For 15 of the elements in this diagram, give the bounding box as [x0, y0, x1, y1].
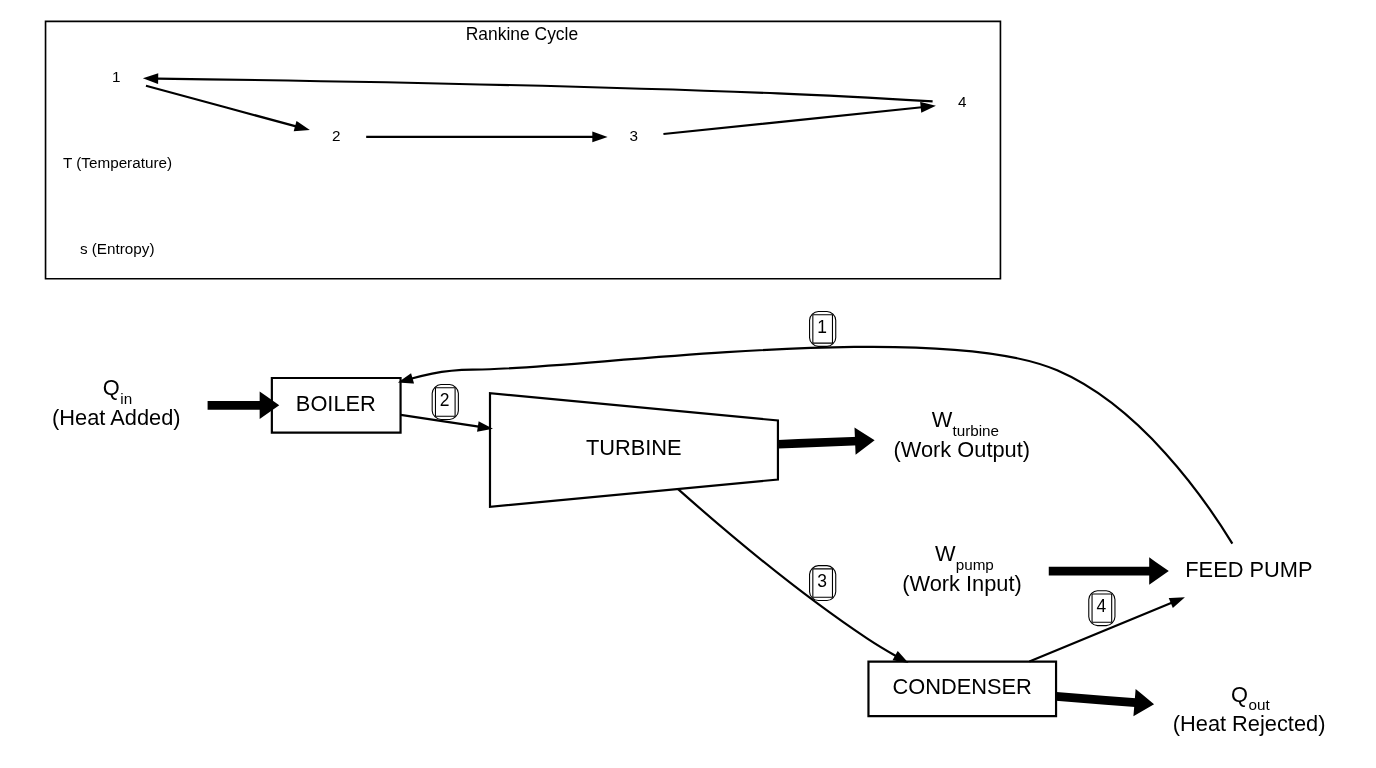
node-text: W$_{turbine}$ (Work Output): [893, 407, 1030, 462]
node-text: FEED PUMP: [1184, 556, 1312, 582]
edge-label: 4: [1095, 596, 1106, 617]
edge-label: 1: [816, 317, 827, 338]
node-text: 1: [111, 68, 121, 86]
label: T (Temperature): [62, 154, 172, 172]
label: s (Entropy): [79, 240, 154, 258]
node-text: 2: [331, 127, 340, 144]
edge-label: 2: [439, 390, 450, 411]
node-text: 4: [957, 93, 966, 111]
node-text: W$_{pump}$ (Work Input): [901, 541, 1022, 596]
node-text: Q$_{in}$ (Heat Added): [51, 375, 181, 430]
edge-label: 3: [816, 571, 827, 592]
node-text: Q$_{out}$ (Heat Rejected): [1172, 681, 1325, 737]
node-text: 3: [629, 127, 638, 144]
